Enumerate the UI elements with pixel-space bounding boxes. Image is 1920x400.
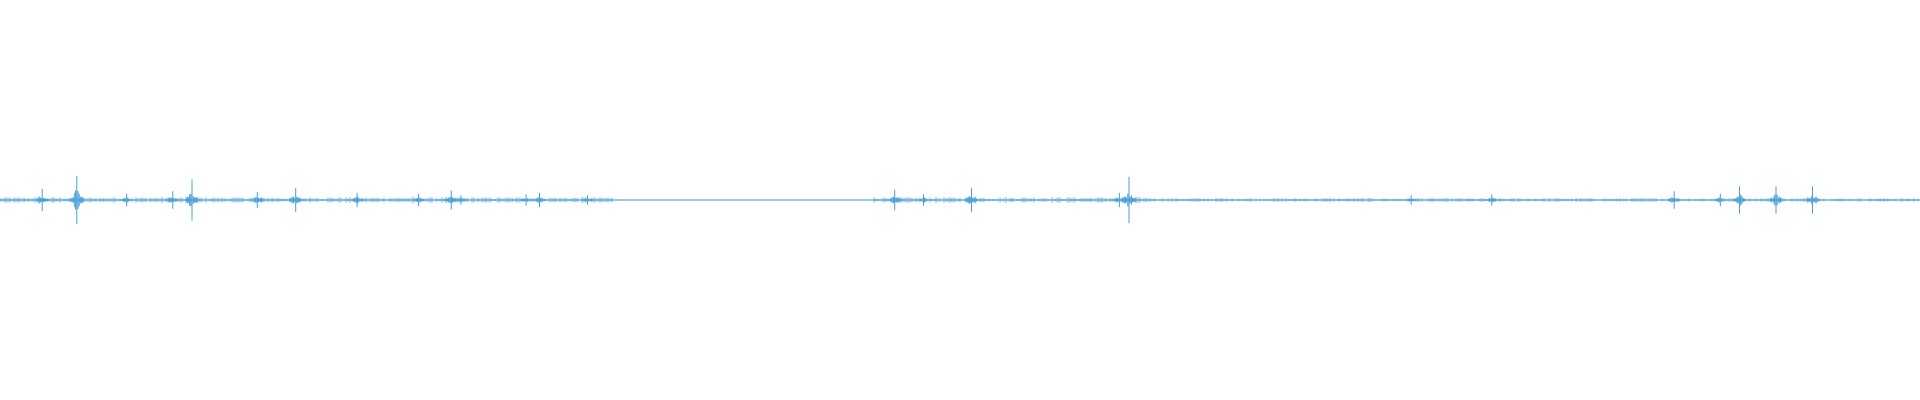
waveform-spike-0: [34, 188, 50, 212]
waveform-spike-21: [1666, 191, 1682, 209]
waveform-spike-11: [518, 194, 534, 206]
waveform-spike-2: [119, 193, 135, 207]
waveform-spike-19: [1403, 195, 1419, 205]
waveform-spike-23: [1731, 186, 1748, 214]
waveform-spike-18: [1121, 176, 1137, 224]
waveform-spike-3: [165, 191, 181, 209]
waveform-spike-22: [1712, 193, 1728, 207]
waveform-spike-5: [249, 192, 265, 208]
waveform-spike-16: [963, 188, 980, 212]
waveform-spike-14: [887, 189, 903, 211]
waveform-spike-20: [1484, 194, 1500, 206]
waveform-spike-15: [915, 194, 932, 206]
waveform-spike-24: [1768, 186, 1784, 214]
waveform-spike-4: [184, 179, 200, 221]
waveform-spike-8: [410, 193, 427, 207]
waveform-spikes: [34, 176, 1821, 224]
waveform-spike-25: [1804, 186, 1821, 214]
waveform-spike-13: [579, 195, 596, 205]
waveform-spike-7: [349, 192, 365, 208]
waveform-spike-1: [69, 176, 85, 224]
waveform-spike-10: [453, 195, 469, 205]
waveform-spike-6: [288, 188, 304, 212]
waveform-spike-12: [531, 192, 548, 208]
